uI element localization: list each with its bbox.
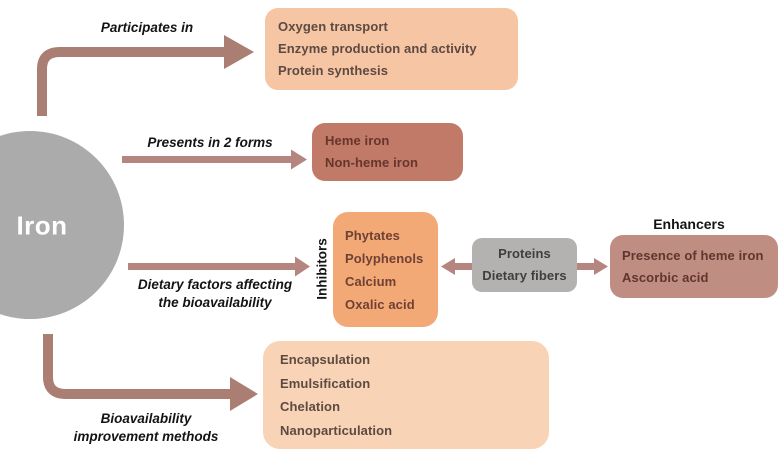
arrow-neutral-to-enhancers: [577, 258, 608, 275]
branch-label-dietary-line2: the bioavailability: [158, 295, 272, 310]
method-item: Chelation: [280, 399, 341, 414]
inhibitor-item: Phytates: [345, 227, 400, 243]
functions-item: Protein synthesis: [278, 63, 389, 78]
branch-label-participates-in: Participates in: [100, 20, 194, 35]
method-item: Nanoparticulation: [280, 422, 393, 438]
inhibitors-box: Phytates Polyphenols Calcium Oxalic acid: [333, 212, 438, 327]
enhancer-item: Ascorbic acid: [622, 269, 709, 285]
branch-label-improvement-line2: improvement methods: [73, 429, 219, 444]
arrow-improvement-methods: [43, 334, 258, 411]
neutral-factor-item: Proteins: [498, 246, 551, 261]
neutral-factors-box: Proteins Dietary fibers: [472, 238, 577, 292]
neutral-factor-item: Dietary fibers: [482, 268, 567, 283]
arrow-participates-in: [37, 35, 254, 116]
iron-form-item: Heme iron: [325, 133, 390, 148]
inhibitor-item: Oxalic acid: [345, 296, 415, 312]
arrow-neutral-to-inhibitors: [441, 258, 472, 275]
inhibitor-item: Polyphenols: [345, 250, 424, 266]
enhancers-heading: Enhancers: [653, 216, 725, 232]
enhancer-item: Presence of heme iron: [622, 247, 764, 263]
inhibitors-side-label: Inhibitors: [314, 238, 330, 300]
functions-item: Enzyme production and activity: [278, 41, 477, 56]
iron-form-item: Non-heme iron: [325, 155, 419, 170]
branch-label-presents-in-2-forms: Presents in 2 forms: [147, 135, 273, 150]
method-item: Emulsification: [280, 375, 371, 391]
iron-node-label: Iron: [16, 210, 68, 241]
branch-label-dietary-line1: Dietary factors affecting: [137, 277, 293, 292]
branch-label-improvement-line1: Bioavailability: [100, 411, 192, 426]
method-item: Encapsulation: [280, 352, 371, 367]
arrow-presents-in-2-forms: [122, 149, 307, 170]
inhibitor-item: Calcium: [345, 273, 397, 289]
functions-item: Oxygen transport: [278, 19, 388, 34]
iron-forms-box: Heme iron Non-heme iron: [312, 123, 463, 181]
functions-box: Oxygen transport Enzyme production and a…: [265, 8, 518, 90]
branch-label-improvement-methods: Bioavailability improvement methods: [74, 410, 219, 446]
branch-label-dietary-factors: Dietary factors affecting the bioavailab…: [138, 276, 292, 312]
improvement-methods-box: Encapsulation Emulsification Chelation N…: [263, 341, 549, 449]
enhancers-box: Presence of heme iron Ascorbic acid: [610, 235, 778, 298]
arrow-dietary-factors: [128, 256, 310, 277]
